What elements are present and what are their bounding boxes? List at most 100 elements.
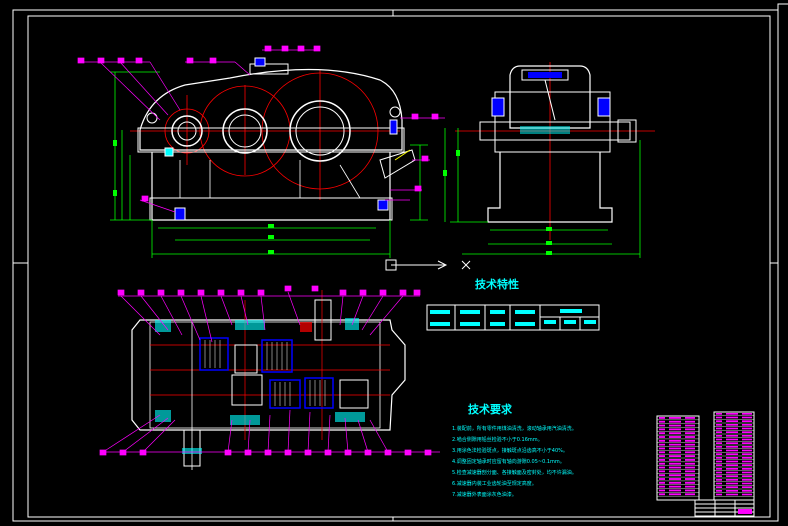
characteristics-table: 技术特性: [426, 277, 600, 331]
parts-row-text: [726, 453, 738, 455]
parts-row-text: [726, 442, 738, 444]
parts-row-text: [685, 428, 695, 431]
requirement-line: 4.调整固定轴承时应留有轴向游隙0.05~0.1mm。: [452, 458, 565, 465]
parts-row-text: [716, 442, 722, 444]
parts-row-text: [716, 460, 722, 463]
parts-row-text: [742, 471, 752, 474]
parts-row-text: [659, 451, 665, 454]
outer-frame: [12, 9, 779, 522]
parts-row-text: [726, 493, 738, 496]
parts-row-text: [659, 481, 665, 484]
parts-row-text: [742, 420, 752, 422]
parts-row-text: [716, 486, 722, 488]
parts-row-text: [669, 493, 681, 496]
parts-row-text: [742, 424, 752, 426]
requirement-line: 1.装配前，所有零件用煤油清洗，滚动轴承用汽油清洗。: [452, 425, 577, 432]
parts-row-text: [726, 486, 738, 488]
parts-row-text: [659, 432, 665, 435]
parts-row-text: [669, 481, 681, 484]
parts-list-title-block: [656, 411, 755, 517]
parts-row-text: [726, 435, 738, 437]
parts-row-text: [742, 490, 752, 492]
parts-row-text: [685, 439, 695, 442]
parts-row-text: [669, 432, 681, 435]
requirement-line: 5.检查减速器剖分面、各接触面及密封处，均不许漏油。: [452, 469, 577, 476]
parts-row-text: [659, 417, 665, 419]
parts-row-text: [716, 464, 722, 466]
parts-row-text: [716, 471, 722, 474]
parts-row-text: [726, 424, 738, 426]
parts-row-text: [659, 485, 665, 488]
parts-row-text: [716, 479, 722, 481]
parts-row-text: [659, 474, 665, 477]
parts-row-text: [659, 439, 665, 442]
parts-row-text: [669, 478, 681, 480]
parts-row-text: [726, 446, 738, 448]
parts-row-text: [669, 470, 681, 473]
parts-row-text: [726, 420, 738, 422]
parts-row-text: [742, 486, 752, 488]
requirement-line: 2.啮合侧隙用铅丝检验不小于0.16mm。: [452, 436, 543, 443]
parts-row-text: [716, 457, 722, 459]
parts-row-text: [742, 464, 752, 466]
parts-row-text: [659, 447, 665, 450]
parts-row-text: [659, 459, 665, 461]
inner-frame: [27, 15, 771, 518]
parts-row-text: [669, 455, 681, 457]
corner-tab: [770, 3, 788, 11]
parts-row-text: [685, 459, 695, 461]
parts-row-text: [742, 468, 752, 470]
parts-row-text: [726, 427, 738, 430]
parts-row-text: [669, 428, 681, 431]
parts-row-text: [669, 485, 681, 488]
parts-row-text: [669, 424, 681, 427]
parts-row-text: [716, 482, 722, 485]
parts-row-text: [742, 449, 752, 452]
parts-row-text: [685, 474, 695, 477]
parts-row-text: [685, 443, 695, 446]
requirement-line: 6.减速器内装工业齿轮油至规定高度。: [452, 480, 537, 487]
parts-row-text: [742, 479, 752, 481]
parts-row-text: [716, 490, 722, 492]
parts-row-text: [726, 475, 738, 477]
ucs-axis-icon: [385, 259, 471, 271]
parts-row-text: [716, 446, 722, 448]
parts-row-text: [659, 424, 665, 427]
parts-row-text: [742, 446, 752, 448]
requirement-line: 7.减速器外表面涂灰色油漆。: [452, 491, 517, 498]
parts-row-text: [716, 424, 722, 426]
parts-row-text: [716, 435, 722, 437]
parts-row-text: [742, 453, 752, 455]
parts-row-text: [726, 471, 738, 474]
parts-row-text: [726, 431, 738, 433]
parts-row-text: [726, 449, 738, 452]
parts-row-text: [716, 438, 722, 441]
parts-row-text: [685, 447, 695, 450]
parts-row-text: [742, 435, 752, 437]
parts-row-text: [685, 485, 695, 488]
parts-row-text: [716, 431, 722, 433]
parts-row-text: [659, 443, 665, 446]
parts-row-text: [742, 475, 752, 477]
parts-row-text: [716, 413, 722, 415]
parts-row-text: [742, 438, 752, 441]
parts-row-text: [685, 462, 695, 465]
parts-row-text: [685, 493, 695, 496]
parts-row-text: [659, 466, 665, 469]
parts-row-text: [659, 420, 665, 423]
parts-row-text: [685, 470, 695, 473]
parts-row-text: [742, 431, 752, 433]
parts-row-text: [659, 436, 665, 438]
parts-row-text: [659, 428, 665, 431]
parts-row-text: [726, 479, 738, 481]
parts-row-text: [659, 489, 665, 492]
requirements-title: 技术要求: [468, 402, 513, 416]
parts-row-text: [669, 466, 681, 469]
parts-row-text: [716, 475, 722, 477]
parts-row-text: [659, 462, 665, 465]
parts-row-text: [685, 451, 695, 454]
parts-row-text: [742, 457, 752, 459]
parts-row-text: [742, 427, 752, 430]
parts-row-text: [726, 482, 738, 485]
